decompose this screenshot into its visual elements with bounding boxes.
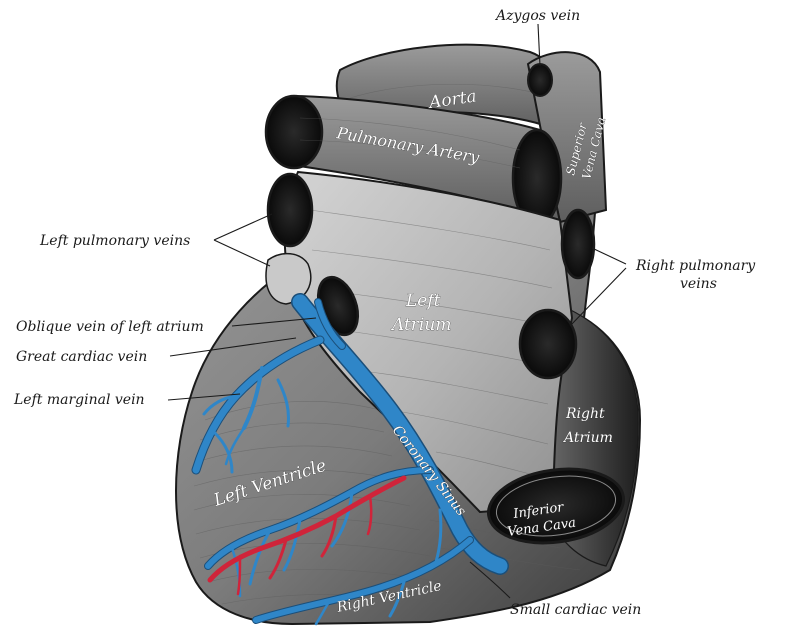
leader-lines [167, 23, 627, 599]
coronary-arteries [207, 475, 407, 596]
label-left-atrium-2: Atrium [390, 315, 451, 335]
left-auricle [265, 252, 312, 305]
label-right-pulmonary-veins-1: Right pulmonary [635, 258, 756, 274]
label-left-marginal-vein: Left marginal vein [13, 392, 145, 408]
cardiac-veins [191, 293, 509, 626]
label-left-atrium-1: Left [405, 291, 441, 311]
label-azygos-vein: Azygos vein [494, 8, 580, 24]
azygos-vein-opening [527, 63, 553, 97]
aorta-stripe [349, 83, 549, 99]
label-right-pulmonary-veins-2: veins [680, 276, 717, 292]
label-inferior-vena-cava-1: Inferior [511, 500, 565, 522]
pulmonary-artery-left-lumen [264, 94, 324, 170]
right-lower-pulmonary-vein [518, 308, 578, 380]
left-upper-pulmonary-vein [266, 172, 314, 248]
label-right-atrium-1: Right [565, 406, 605, 422]
right-upper-pulmonary-vein [560, 208, 596, 280]
label-oblique-vein: Oblique vein of left atrium [16, 319, 204, 335]
label-left-pulmonary-veins: Left pulmonary veins [39, 233, 190, 249]
label-right-atrium-2: Atrium [562, 430, 613, 446]
label-great-cardiac-vein: Great cardiac vein [16, 349, 147, 365]
inferior-vena-cava-rim [495, 475, 617, 537]
inferior-vena-cava [486, 467, 626, 545]
superior-vena-cava [526, 51, 608, 224]
label-small-cardiac-vein: Small cardiac vein [510, 602, 641, 618]
